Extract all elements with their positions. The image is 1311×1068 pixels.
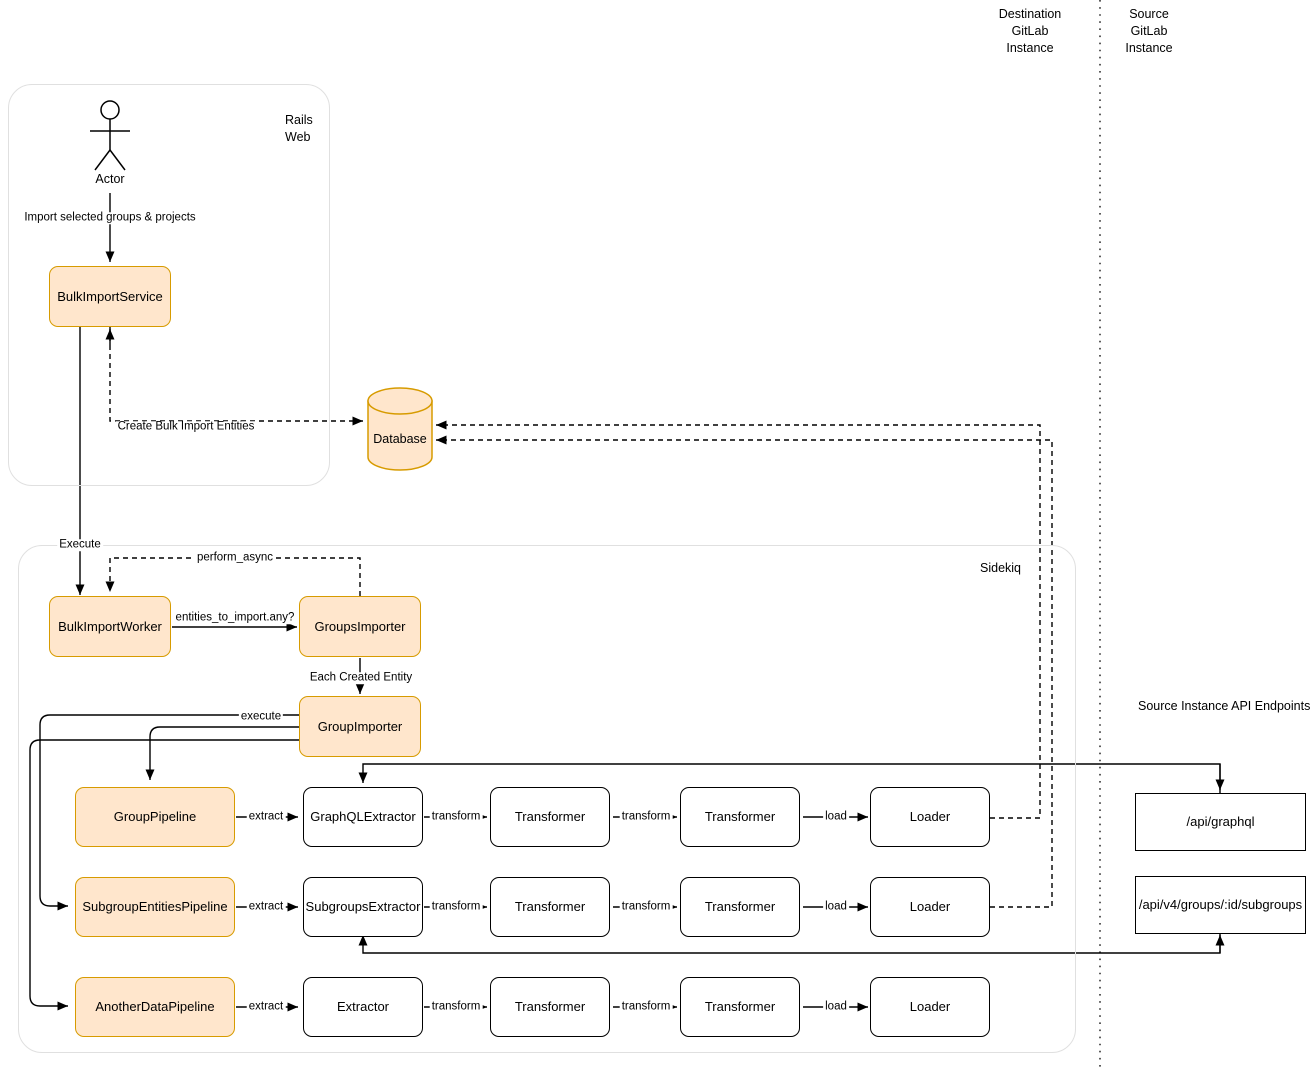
edge-label-transform-r3-a: transform [429,1000,483,1013]
node-transformer-r2-a[interactable]: Transformer [490,877,610,937]
database-cylinder [367,387,433,471]
node-another-data-pipeline[interactable]: AnotherDataPipeline [75,977,235,1037]
zone-label-sidekiq: Sidekiq [980,561,1021,575]
node-transformer-r3-a[interactable]: Transformer [490,977,610,1037]
edge-label-extract-r1: extract [246,810,286,823]
node-groups-importer[interactable]: GroupsImporter [299,596,421,657]
node-loader-r1-label: Loader [909,809,951,825]
node-graphql-extractor[interactable]: GraphQLExtractor [303,787,423,847]
node-bulk-import-worker-label: BulkImportWorker [58,618,162,634]
node-api-subgroups[interactable]: /api/v4/groups/:id/subgroups [1135,876,1306,934]
edge-label-load-r2: load [823,900,849,913]
edge-label-perform-async: perform_async [194,551,276,564]
node-group-importer[interactable]: GroupImporter [299,696,421,757]
node-extractor[interactable]: Extractor [303,977,423,1037]
node-subgroups-extractor-label: SubgroupsExtractor [305,899,421,915]
database-label: Database [373,432,427,446]
node-bulk-import-service[interactable]: BulkImportService [49,266,171,327]
rails-web-container [8,84,330,486]
zone-label-source: Source GitLab Instance [1125,7,1173,55]
edge-label-entities-to-import: entities_to_import.any? [173,611,297,624]
edge-label-create-bulk-import-entities: Create Bulk Import Entities [115,420,257,433]
node-bulk-import-worker[interactable]: BulkImportWorker [49,596,171,657]
node-api-subgroups-label: /api/v4/groups/:id/subgroups [1138,897,1303,913]
zone-label-rails-web: Rails Web [285,113,313,144]
node-group-pipeline[interactable]: GroupPipeline [75,787,235,847]
node-loader-r1[interactable]: Loader [870,787,990,847]
edge-label-transform-r3-b: transform [619,1000,673,1013]
edge-label-execute-vertical: Execute [57,538,103,551]
node-groups-importer-label: GroupsImporter [314,618,406,634]
node-another-data-pipeline-label: AnotherDataPipeline [95,999,215,1015]
edge-label-extract-r3: extract [246,1000,286,1013]
node-transformer-r1-a-label: Transformer [514,809,586,825]
node-transformer-r2-a-label: Transformer [514,899,586,915]
edge-label-transform-r1-a: transform [429,810,483,823]
edge-label-each-created-entity: Each Created Entity [307,671,415,684]
node-api-graphql[interactable]: /api/graphql [1135,793,1306,851]
node-extractor-label: Extractor [336,999,389,1015]
node-transformer-r1-a[interactable]: Transformer [490,787,610,847]
node-loader-r3-label: Loader [909,999,951,1015]
node-subgroups-extractor[interactable]: SubgroupsExtractor [303,877,423,937]
node-transformer-r3-b[interactable]: Transformer [680,977,800,1037]
sidekiq-container [18,545,1076,1053]
node-bulk-import-service-label: BulkImportService [57,288,163,304]
node-transformer-r2-b-label: Transformer [704,899,776,915]
edge-label-load-r1: load [823,810,849,823]
edge-label-load-r3: load [823,1000,849,1013]
edge-label-extract-r2: extract [246,900,286,913]
node-transformer-r2-b[interactable]: Transformer [680,877,800,937]
node-transformer-r1-b[interactable]: Transformer [680,787,800,847]
node-transformer-r3-a-label: Transformer [514,999,586,1015]
edge-label-execute-group-importer: execute [238,710,284,723]
node-loader-r2[interactable]: Loader [870,877,990,937]
node-group-importer-label: GroupImporter [317,718,403,734]
node-loader-r2-label: Loader [909,899,951,915]
api-endpoints-heading: Source Instance API Endpoints [1138,699,1311,713]
edge-label-transform-r2-a: transform [429,900,483,913]
node-group-pipeline-label: GroupPipeline [113,809,197,825]
node-subgroup-entities-pipeline-label: SubgroupEntitiesPipeline [82,899,228,915]
node-graphql-extractor-label: GraphQLExtractor [310,809,416,825]
node-loader-r3[interactable]: Loader [870,977,990,1037]
edge-label-transform-r1-b: transform [619,810,673,823]
node-api-graphql-label: /api/graphql [1186,814,1255,830]
edge-label-transform-r2-b: transform [619,900,673,913]
node-transformer-r3-b-label: Transformer [704,999,776,1015]
node-transformer-r1-b-label: Transformer [704,809,776,825]
actor-label: Actor [95,172,125,186]
zone-label-destination: Destination GitLab Instance [998,7,1062,55]
node-subgroup-entities-pipeline[interactable]: SubgroupEntitiesPipeline [75,877,235,937]
edge-label-import-selected: Import selected groups & projects [22,211,198,224]
